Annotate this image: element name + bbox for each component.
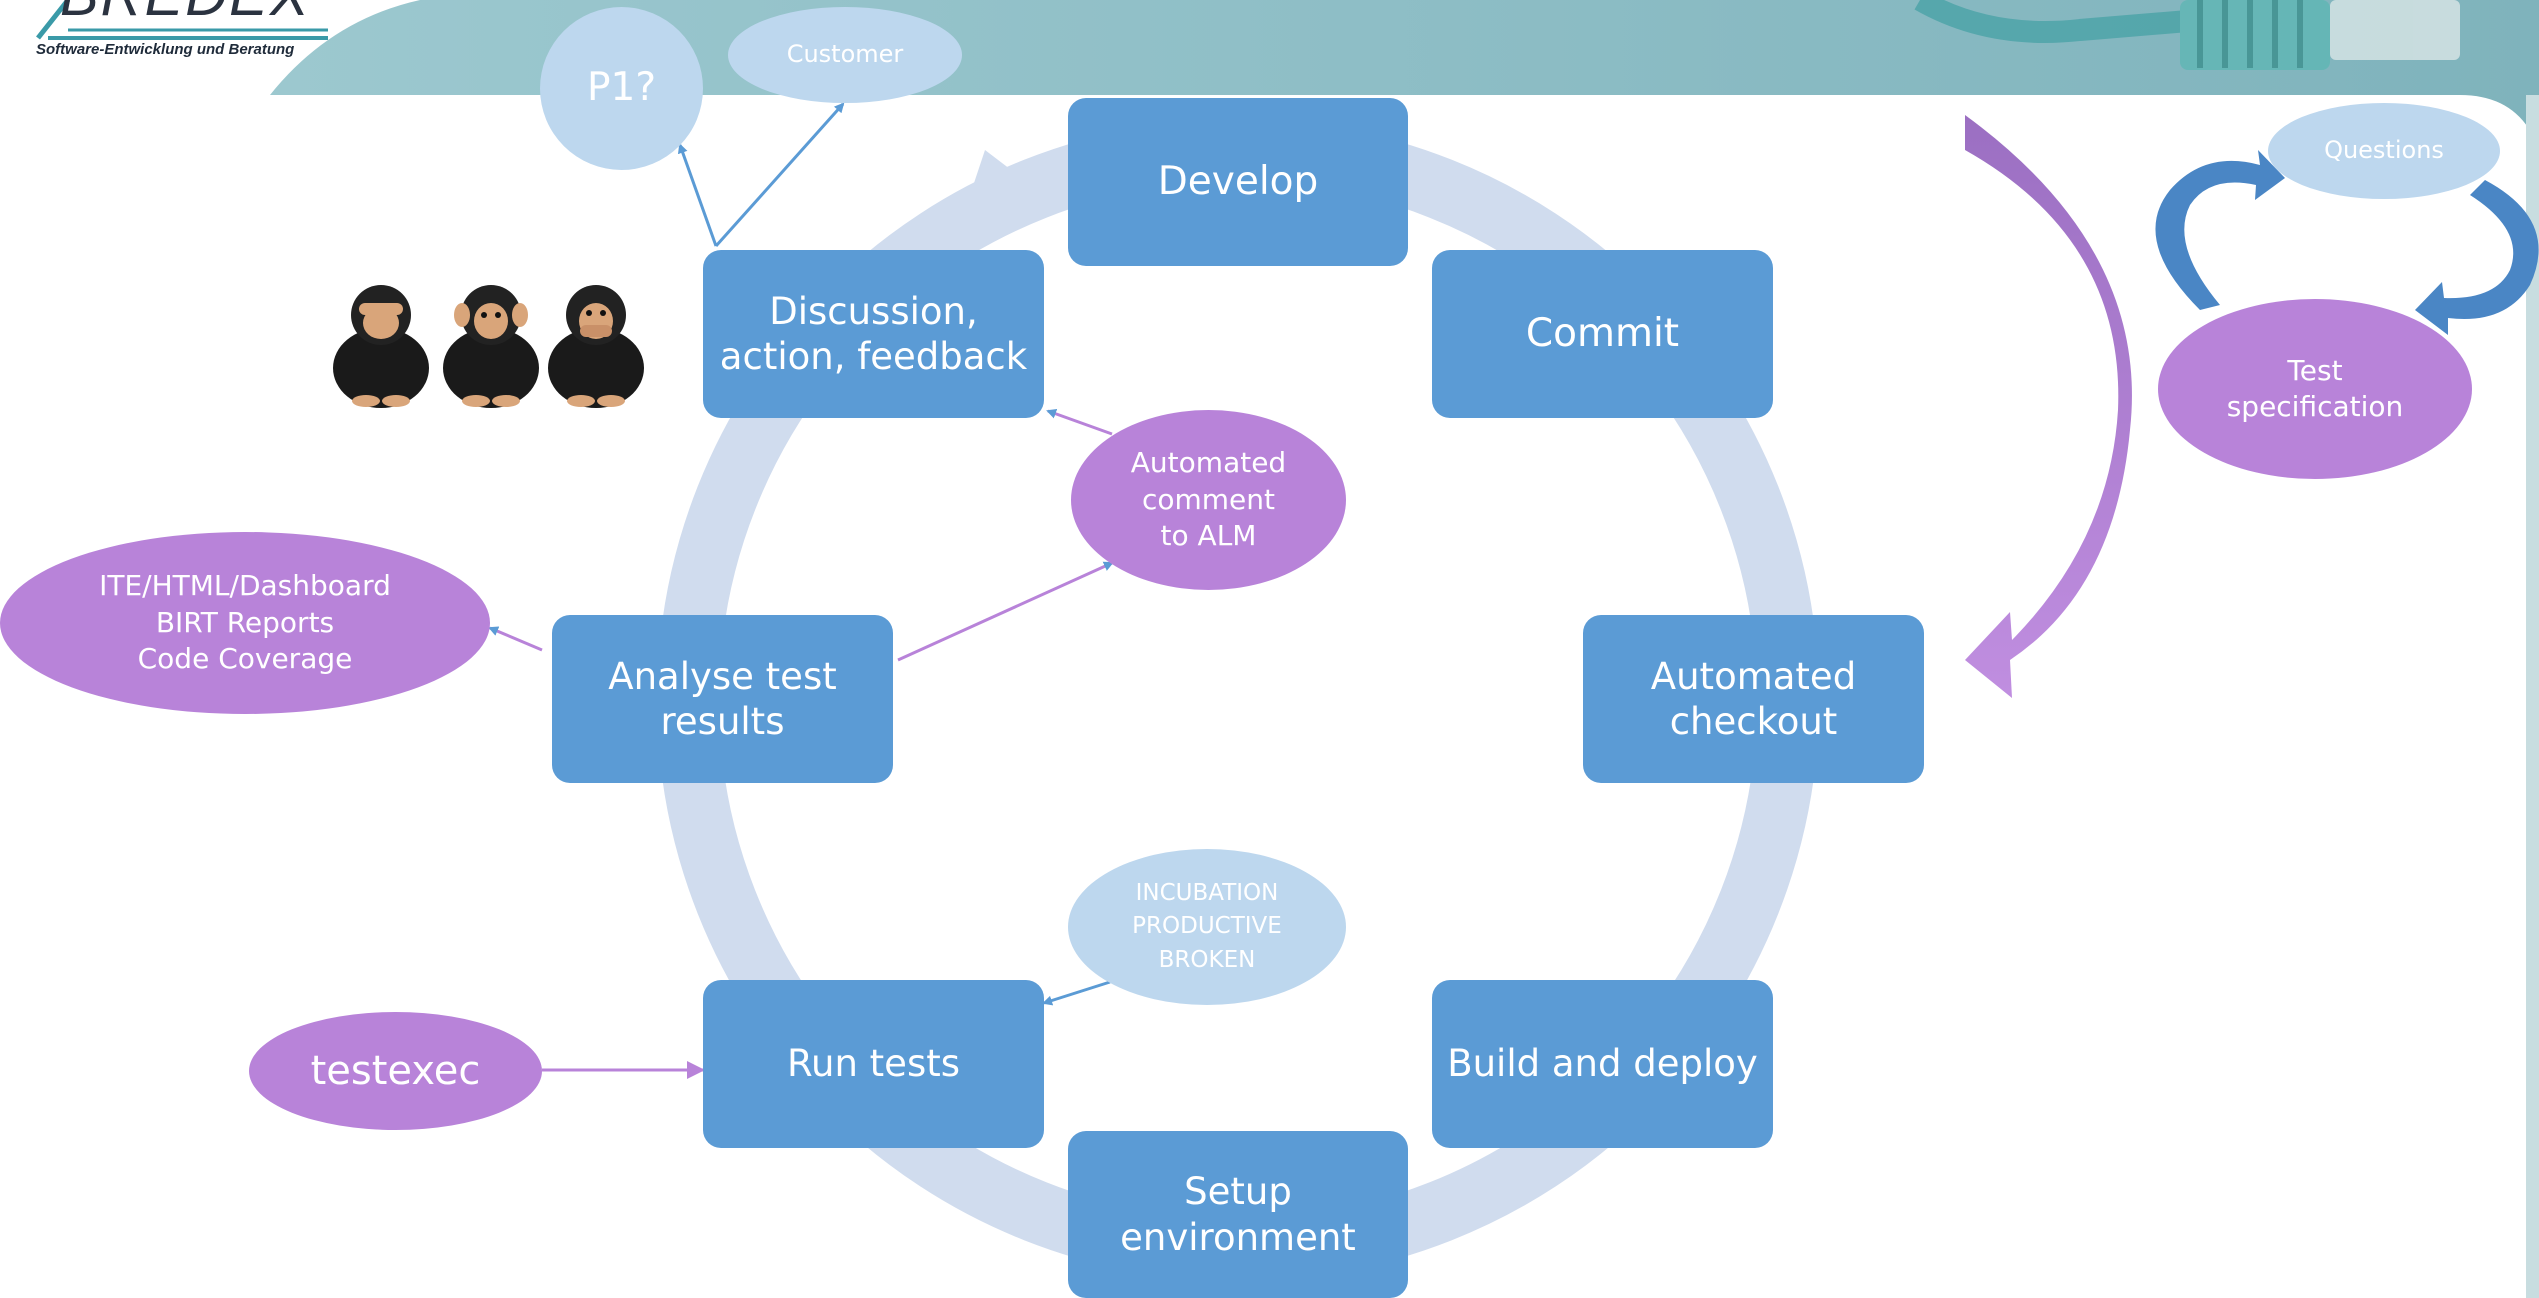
test-specification-bubble: Test specification [2158, 299, 2472, 479]
monkey-speak-no-evil [548, 285, 644, 408]
cable-decoration [1914, 0, 2460, 70]
logo-word: BREDEX [60, 0, 311, 29]
questions-bubble: Questions [2268, 103, 2500, 199]
arrow-alm-to-discussion [1046, 409, 1113, 436]
develop-box: Develop [1068, 98, 1408, 266]
logo-stripes [36, 0, 328, 40]
build-deploy-box: Build and deploy [1432, 980, 1773, 1148]
analyse-results-box: Analyse test results [552, 615, 893, 783]
p1-bubble: P1? [540, 7, 703, 170]
monkey-see-no-evil [333, 285, 429, 408]
customer-bubble: Customer [728, 7, 962, 103]
arrow-to-customer [714, 102, 845, 247]
arrow-to-p1 [677, 143, 718, 247]
arrow-analyse-to-alm [897, 561, 1114, 662]
three-monkeys-image [333, 285, 644, 408]
automated-checkout-box: Automated checkout [1583, 615, 1924, 783]
run-tests-box: Run tests [703, 980, 1044, 1148]
status-bubble: INCUBATION PRODUCTIVE BROKEN [1068, 849, 1346, 1005]
right-edge-stripe [2526, 95, 2539, 1298]
commit-box: Commit [1432, 250, 1773, 418]
testexec-bubble: testexec [249, 1012, 542, 1130]
monkey-hear-no-evil [443, 285, 539, 408]
reports-bubble: ITE/HTML/Dashboard BIRT Reports Code Cov… [0, 532, 490, 714]
loop-arrow-right [2415, 180, 2539, 335]
alm-comment-bubble: Automated comment to ALM [1071, 410, 1346, 590]
purple-curved-arrow [1965, 115, 2132, 698]
arrow-incubation-to-runtests [1042, 980, 1111, 1006]
cycle-ring-arrowhead [960, 150, 1048, 225]
arrow-analyse-to-reports [488, 626, 543, 652]
loop-arrow-left [2155, 150, 2285, 310]
setup-environment-box: Setup environment [1068, 1131, 1408, 1298]
logo-tagline: Software-Entwicklung und Beratung [36, 41, 295, 58]
discussion-box: Discussion, action, feedback [703, 250, 1044, 418]
